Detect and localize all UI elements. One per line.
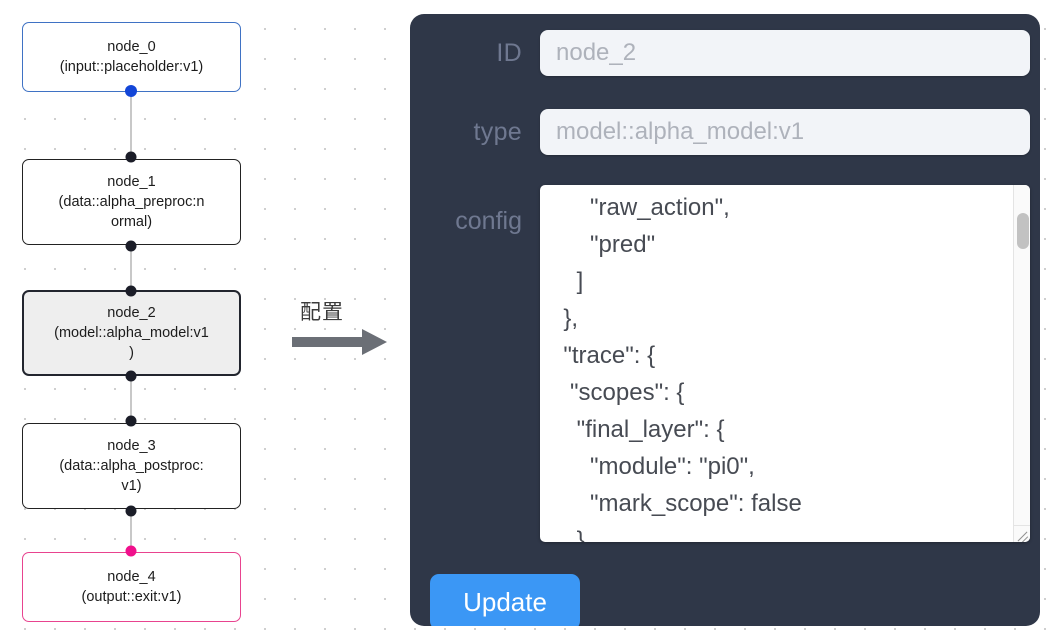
edge-node0-node1 [130,90,133,160]
port-node_1-in[interactable] [125,151,137,163]
port-node_2-out[interactable] [125,370,137,382]
edge-node2-node3 [130,375,133,420]
node-type-label: (model::alpha_model:v1 [54,325,209,341]
node-type-label: (data::alpha_postproc: [59,458,204,474]
type-field-label: type [473,117,522,146]
port-node_0-out[interactable] [125,85,137,97]
node-id-label: node_1 [107,174,156,190]
type-field-row: type [430,109,1030,155]
config-scrollbar[interactable] [1013,185,1030,525]
node-type-label: (output::exit:v1) [81,589,182,605]
port-node_1-out[interactable] [125,240,137,252]
graph-node-node_1[interactable]: node_1 (data::alpha_preproc:n ormal) [22,159,241,245]
id-input[interactable] [540,30,1030,76]
config-scrollbar-thumb[interactable] [1017,213,1029,249]
port-node_2-in[interactable] [125,285,137,297]
id-field-label: ID [496,38,522,67]
edge-node3-node4 [130,510,133,550]
graph-node-node_3[interactable]: node_3 (data::alpha_postproc: v1) [22,423,241,509]
node-id-label: node_0 [107,39,156,55]
port-node_3-in[interactable] [125,415,137,427]
node-type-label: (data::alpha_preproc:n [58,194,205,210]
textarea-resize-handle[interactable] [1013,525,1030,542]
transition-arrow-group: 配置 [292,296,392,366]
graph-node-node_0[interactable]: node_0 (input::placeholder:v1) [22,22,241,92]
arrow-right-icon [292,329,387,355]
node-config-panel: ID type config "raw_action", "pred" ] },… [410,14,1040,626]
node-id-label: node_3 [107,438,156,454]
update-button[interactable]: Update [430,574,580,626]
port-node_3-out[interactable] [125,505,137,517]
node-graph-canvas[interactable]: node_0 (input::placeholder:v1) node_1 (d… [0,0,390,643]
config-textarea-wrapper: "raw_action", "pred" ] }, "trace": { "sc… [540,185,1030,542]
type-input[interactable] [540,109,1030,155]
node-type-label-cont: ) [129,345,134,361]
port-node_4-in[interactable] [125,545,137,557]
config-textarea[interactable]: "raw_action", "pred" ] }, "trace": { "sc… [540,185,1013,542]
edge-node1-node2 [130,245,133,295]
graph-node-node_4[interactable]: node_4 (output::exit:v1) [22,552,241,622]
node-id-label: node_4 [107,569,156,585]
node-type-label: (input::placeholder:v1) [59,59,204,75]
config-field-row: config "raw_action", "pred" ] }, "trace"… [430,185,1030,542]
graph-node-node_2[interactable]: node_2 (model::alpha_model:v1 ) [22,290,241,376]
config-field-label: config [455,207,522,235]
arrow-caption-label: 配置 [300,300,344,324]
node-type-label-cont: ormal) [110,214,153,230]
node-type-label-cont: v1) [121,478,142,494]
id-field-row: ID [430,30,1030,76]
node-id-label: node_2 [107,305,156,321]
